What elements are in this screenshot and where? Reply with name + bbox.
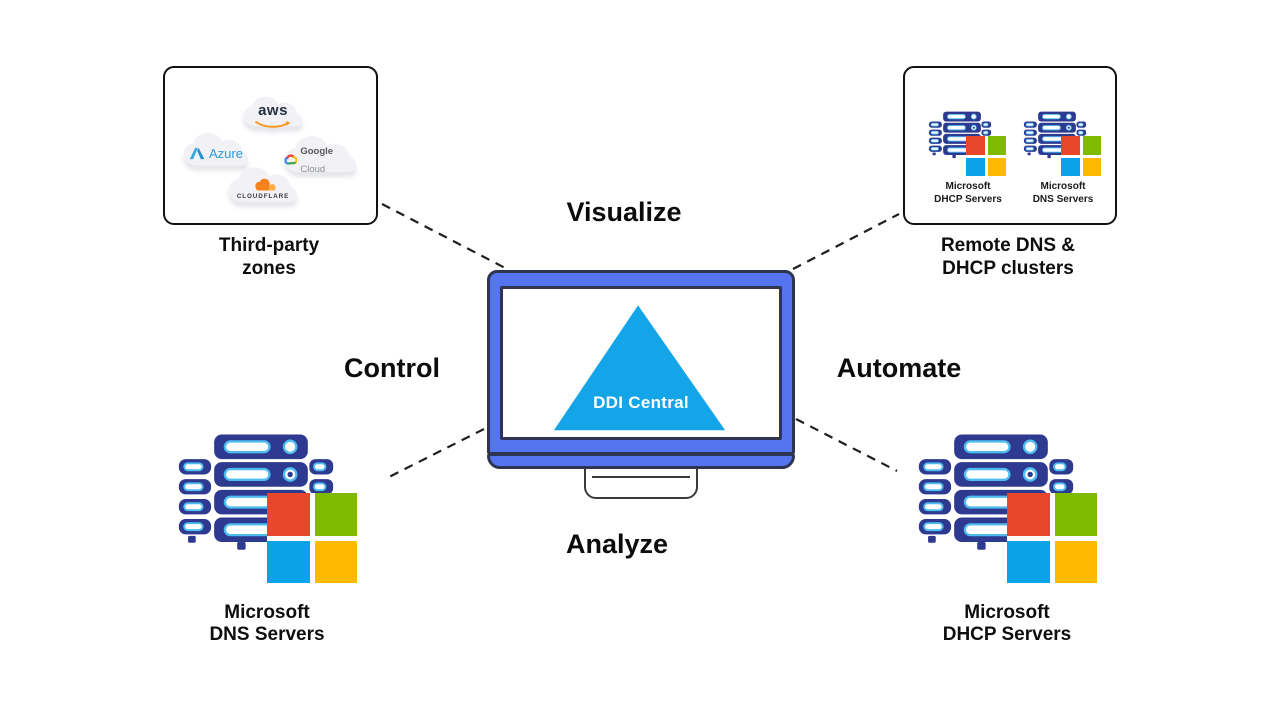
cloudflare-cloud-chip: CLOUDFLARE xyxy=(227,163,299,210)
dns-servers-caption: Microsoft DNS Servers xyxy=(209,602,325,645)
remote-dns-label: Microsoft DNS Servers xyxy=(1032,181,1094,205)
cloudflare-logo-text: CLOUDFLARE xyxy=(236,193,290,200)
remote-dhcp-cluster: Microsoft DHCP Servers xyxy=(928,111,1008,206)
action-control: Control xyxy=(344,353,440,383)
monitor-stand xyxy=(584,466,698,499)
microsoft-logo xyxy=(1007,493,1097,583)
microsoft-logo xyxy=(966,136,1006,176)
microsoft-logo xyxy=(267,493,357,583)
remote-dns-cluster: Microsoft DNS Servers xyxy=(1023,111,1103,206)
remote-clusters-card: Microsoft DHCP Servers Microsoft DNS Ser… xyxy=(903,66,1117,225)
google-cloud-text: Cloud xyxy=(300,164,326,175)
aws-smile-icon xyxy=(255,120,291,128)
remote-dhcp-label: Microsoft DHCP Servers xyxy=(934,181,1002,205)
google-logo-text: Google xyxy=(300,146,334,157)
dhcp-servers-node xyxy=(917,433,1097,583)
dns-servers-node xyxy=(177,433,357,583)
action-automate: Automate xyxy=(836,353,962,383)
aws-logo-text: aws xyxy=(258,101,288,119)
azure-cloud-chip: Azure xyxy=(182,128,250,174)
google-cloud-chip: Google Cloud xyxy=(283,132,358,180)
monitor-frame: DDI Central xyxy=(487,270,795,455)
third-party-zones-caption: Third-party zones xyxy=(218,235,320,279)
aws-cloud-chip: aws xyxy=(242,90,304,136)
remote-clusters-caption: Remote DNS & DHCP clusters xyxy=(940,235,1076,279)
ddi-triangle-icon xyxy=(553,305,726,431)
action-analyze: Analyze xyxy=(565,529,669,559)
connector-third-party xyxy=(381,203,510,271)
connector-remote-clusters xyxy=(792,213,900,270)
action-visualize: Visualize xyxy=(566,197,682,227)
monitor-screen: DDI Central xyxy=(500,286,782,440)
microsoft-logo xyxy=(1061,136,1101,176)
cloudflare-logo-icon xyxy=(254,178,275,191)
google-cloud-logo-icon xyxy=(284,153,298,165)
azure-logo-icon xyxy=(189,147,205,159)
ddi-central-label: DDI Central xyxy=(593,393,689,412)
ddi-central-monitor: DDI Central xyxy=(487,270,795,500)
third-party-zones-card: aws Azure xyxy=(163,66,378,225)
dhcp-servers-caption: Microsoft DHCP Servers xyxy=(942,602,1072,645)
monitor-chin xyxy=(487,453,795,469)
azure-logo-text: Azure xyxy=(209,145,243,161)
connector-dns-servers xyxy=(388,428,485,478)
connector-dhcp-servers xyxy=(795,418,898,472)
